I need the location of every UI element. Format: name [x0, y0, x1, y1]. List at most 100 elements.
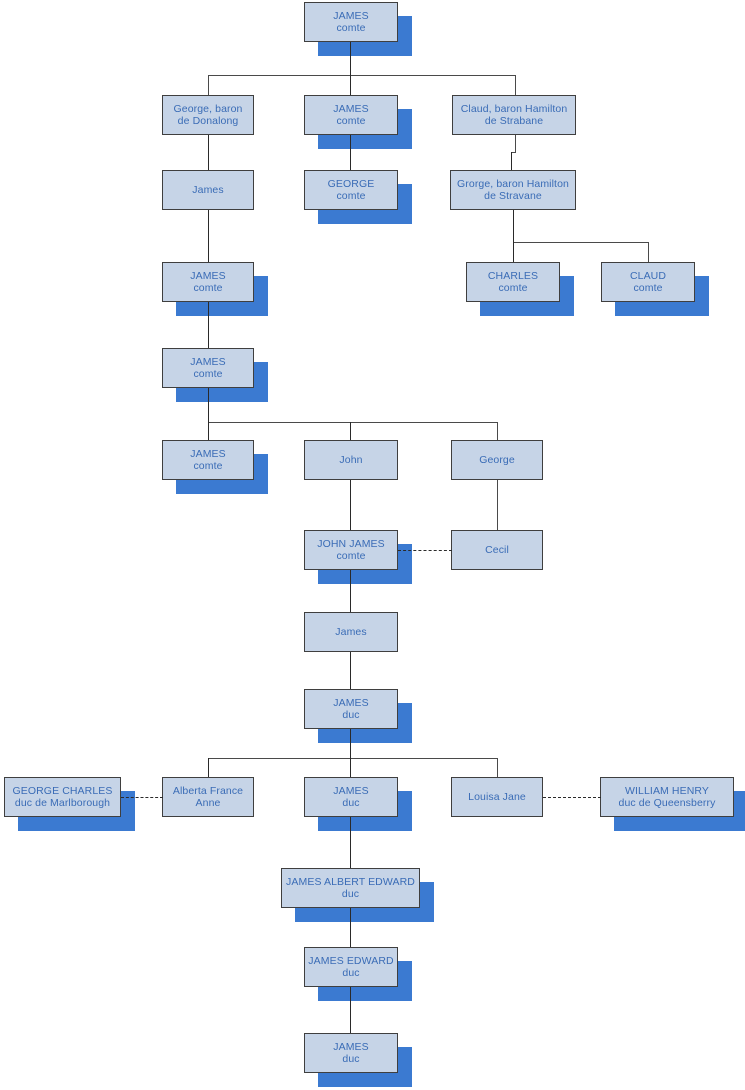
edge-descent-vertical — [208, 388, 210, 423]
person-node-cecil[interactable]: Cecil — [451, 530, 543, 570]
node-line-2: duc — [342, 709, 360, 721]
node-line-2: comte — [193, 368, 223, 380]
node-line-1: GEORGE — [327, 177, 375, 190]
node-line-2: duc de Queensberry — [618, 797, 716, 809]
node-line-1: George — [479, 453, 515, 466]
node-line-2: de Stravane — [484, 190, 542, 202]
edge-descent-vertical — [350, 652, 352, 690]
node-line-1: JAMES — [333, 696, 369, 709]
person-node-james-edward-duc[interactable]: JAMES EDWARD duc — [304, 947, 398, 987]
person-node-alberta-france-anne[interactable]: Alberta France Anne — [162, 777, 254, 817]
edge-marriage-dashed — [121, 797, 163, 798]
node-line-2: comte — [193, 282, 223, 294]
edge-descent-vertical — [208, 135, 210, 171]
edge-descent-vertical — [350, 75, 352, 96]
node-line-1: Louisa Jane — [468, 790, 526, 803]
edge-descent-vertical — [497, 480, 499, 531]
node-line-1: JAMES — [190, 355, 226, 368]
person-node-james-albert-edward-duc[interactable]: JAMES ALBERT EDWARD duc — [281, 868, 420, 908]
node-line-1: CHARLES — [487, 269, 539, 282]
node-line-1: JOHN JAMES — [317, 537, 385, 550]
node-line-1: JAMES — [190, 447, 226, 460]
edge-descent-bus — [208, 758, 498, 760]
person-node-james-duc[interactable]: JAMES duc — [304, 689, 398, 729]
edge-descent-vertical — [350, 987, 352, 1034]
edge-descent-vertical — [350, 758, 352, 778]
node-line-1: GEORGE CHARLES — [12, 784, 113, 797]
person-node-james-comte-2[interactable]: JAMES comte — [304, 95, 398, 135]
node-line-2: comte — [336, 115, 366, 127]
node-line-2: duc — [342, 967, 360, 979]
node-line-2: de Strabane — [484, 115, 544, 127]
person-node-louisa-jane[interactable]: Louisa Jane — [451, 777, 543, 817]
node-line-2: comte — [336, 190, 366, 202]
node-line-2: comte — [498, 282, 528, 294]
node-line-2: duc — [341, 888, 360, 900]
edge-descent-bus — [208, 422, 498, 424]
edge-descent-vertical — [350, 908, 352, 948]
person-node-james-2[interactable]: James — [304, 612, 398, 652]
person-node-james-duc-2[interactable]: JAMES duc — [304, 777, 398, 817]
person-node-claud-baron-hamilton-de-strabane[interactable]: Claud, baron Hamilton de Strabane — [452, 95, 576, 135]
edge-descent-vertical — [497, 758, 499, 778]
node-line-1: JAMES — [333, 1040, 369, 1053]
node-line-1: JAMES — [333, 102, 369, 115]
edge-descent-vertical — [208, 422, 210, 441]
node-line-1: JAMES — [333, 784, 369, 797]
node-line-1: JAMES EDWARD — [308, 954, 394, 967]
edge-descent-vertical — [350, 42, 352, 76]
node-line-2: comte — [633, 282, 663, 294]
person-node-james-comte-4[interactable]: JAMES comte — [162, 348, 254, 388]
edge-descent-vertical — [513, 210, 515, 243]
node-line-2: comte — [336, 22, 366, 34]
edge-descent-vertical — [350, 422, 352, 441]
node-line-1: Cecil — [485, 543, 509, 556]
edge-descent-bus — [208, 75, 516, 77]
person-node-charles-comte[interactable]: CHARLES comte — [466, 262, 560, 302]
node-line-1: Alberta France — [172, 784, 244, 797]
edge-descent-vertical — [350, 480, 352, 531]
person-node-george-comte[interactable]: GEORGE comte — [304, 170, 398, 210]
node-line-1: JAMES — [333, 9, 369, 22]
person-node-james-comte-3[interactable]: JAMES comte — [162, 262, 254, 302]
edge-marriage-dashed — [398, 550, 452, 551]
node-line-1: Grorge, baron Hamilton — [457, 177, 569, 190]
edge-descent-vertical — [350, 135, 352, 171]
node-line-1: James — [335, 625, 367, 638]
node-line-2: comte — [336, 550, 366, 562]
person-node-claud-comte[interactable]: CLAUD comte — [601, 262, 695, 302]
person-node-george-baron-de-donalong[interactable]: George, baron de Donalong — [162, 95, 254, 135]
node-line-2: duc — [342, 797, 360, 809]
edge-marriage-dashed — [543, 797, 601, 798]
node-line-1: CLAUD — [629, 269, 667, 282]
edge-descent-jog — [511, 152, 516, 154]
node-line-1: WILLIAM HENRY — [625, 784, 709, 797]
person-node-william-henry-duc-de-queensberry[interactable]: WILLIAM HENRY duc de Queensberry — [600, 777, 734, 817]
person-node-george-charles-duc-de-marlborough[interactable]: GEORGE CHARLES duc de Marlborough — [4, 777, 121, 817]
edge-descent-vertical — [350, 570, 352, 613]
node-line-2: duc — [342, 1053, 360, 1065]
person-node-james-duc-3[interactable]: JAMES duc — [304, 1033, 398, 1073]
person-node-john[interactable]: John — [304, 440, 398, 480]
person-node-james-comte-5[interactable]: JAMES comte — [162, 440, 254, 480]
node-line-2: duc de Marlborough — [14, 797, 111, 809]
node-line-1: JAMES — [190, 269, 226, 282]
person-node-grorge-baron-hamilton-de-stravane[interactable]: Grorge, baron Hamilton de Stravane — [450, 170, 576, 210]
person-node-john-james-comte[interactable]: JOHN JAMES comte — [304, 530, 398, 570]
person-node-james[interactable]: James — [162, 170, 254, 210]
edge-descent-vertical — [648, 242, 650, 263]
edge-descent-vertical — [513, 242, 515, 263]
edge-descent-vertical — [208, 210, 210, 263]
node-line-1: Claud, baron Hamilton — [460, 102, 568, 115]
node-line-2: Anne — [195, 797, 221, 809]
edge-descent-vertical — [208, 302, 210, 349]
person-node-george[interactable]: George — [451, 440, 543, 480]
edge-descent-vertical — [208, 75, 210, 96]
node-line-1: John — [339, 453, 363, 466]
edge-descent-vertical — [350, 729, 352, 759]
node-line-2: comte — [193, 460, 223, 472]
person-node-james-comte[interactable]: JAMES comte — [304, 2, 398, 42]
node-line-1: JAMES ALBERT EDWARD — [286, 875, 415, 888]
edge-descent-bus — [513, 242, 649, 244]
